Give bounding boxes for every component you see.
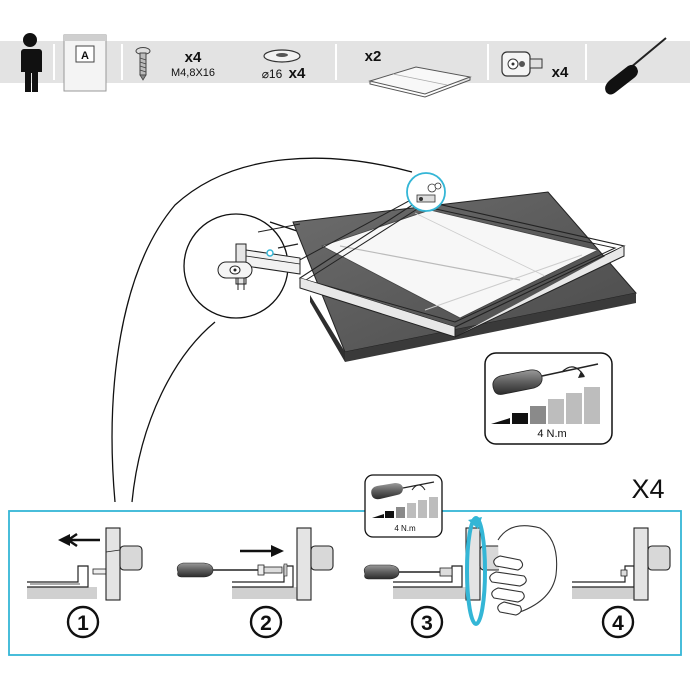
torque-scale [491, 387, 600, 424]
bag-label: A [81, 50, 89, 62]
cam-quantity: x4 [552, 64, 569, 81]
person-icon [21, 33, 42, 92]
corner-highlight [406, 172, 446, 212]
mini-torque-callout: 4 N.m [364, 474, 443, 538]
panel-quantity: x2 [365, 48, 382, 65]
screwdriver-icon [605, 37, 667, 95]
panel-icon [368, 66, 472, 98]
mini-torque-value: 4 N.m [394, 524, 416, 533]
screw-quantity: x4 [185, 49, 202, 66]
hardware-bag-icon: A [63, 34, 107, 92]
step-number-1: 1 [66, 605, 100, 639]
cam-fitting-icon [501, 51, 543, 77]
step-2-illustration [176, 527, 334, 601]
washer-icon [263, 49, 301, 63]
step-number-3: 3 [410, 605, 444, 639]
svg-text:4: 4 [612, 612, 624, 635]
screwdriver-icon [176, 562, 258, 578]
torque-callout: 4 N.m [484, 352, 613, 445]
washer-size: ⌀16 [262, 67, 283, 81]
step-3-illustration [363, 516, 558, 626]
step-1-illustration [27, 527, 143, 601]
rotation-indicator [465, 516, 487, 626]
zoom-detail [183, 213, 301, 319]
parts-bar: A x4 M4,8X16 ⌀16 x4 x2 [0, 33, 690, 98]
step-4-illustration [572, 527, 671, 601]
svg-text:2: 2 [260, 612, 272, 635]
frame-assembly [292, 191, 637, 362]
svg-text:1: 1 [77, 612, 89, 635]
step-number-4: 4 [601, 605, 635, 639]
hand-icon [489, 525, 558, 616]
screw-size: M4,8X16 [171, 67, 215, 79]
svg-text:3: 3 [421, 612, 433, 635]
steps-panel: 4 N.m [8, 474, 682, 656]
washer-quantity: x4 [289, 65, 306, 82]
torque-value: 4 N.m [537, 428, 566, 440]
screw-icon [135, 47, 151, 81]
torque-screwdriver-icon [492, 363, 599, 395]
step-number-2: 2 [249, 605, 283, 639]
screw-washer-icon [257, 563, 288, 577]
repeat-label: X4 [631, 474, 664, 504]
